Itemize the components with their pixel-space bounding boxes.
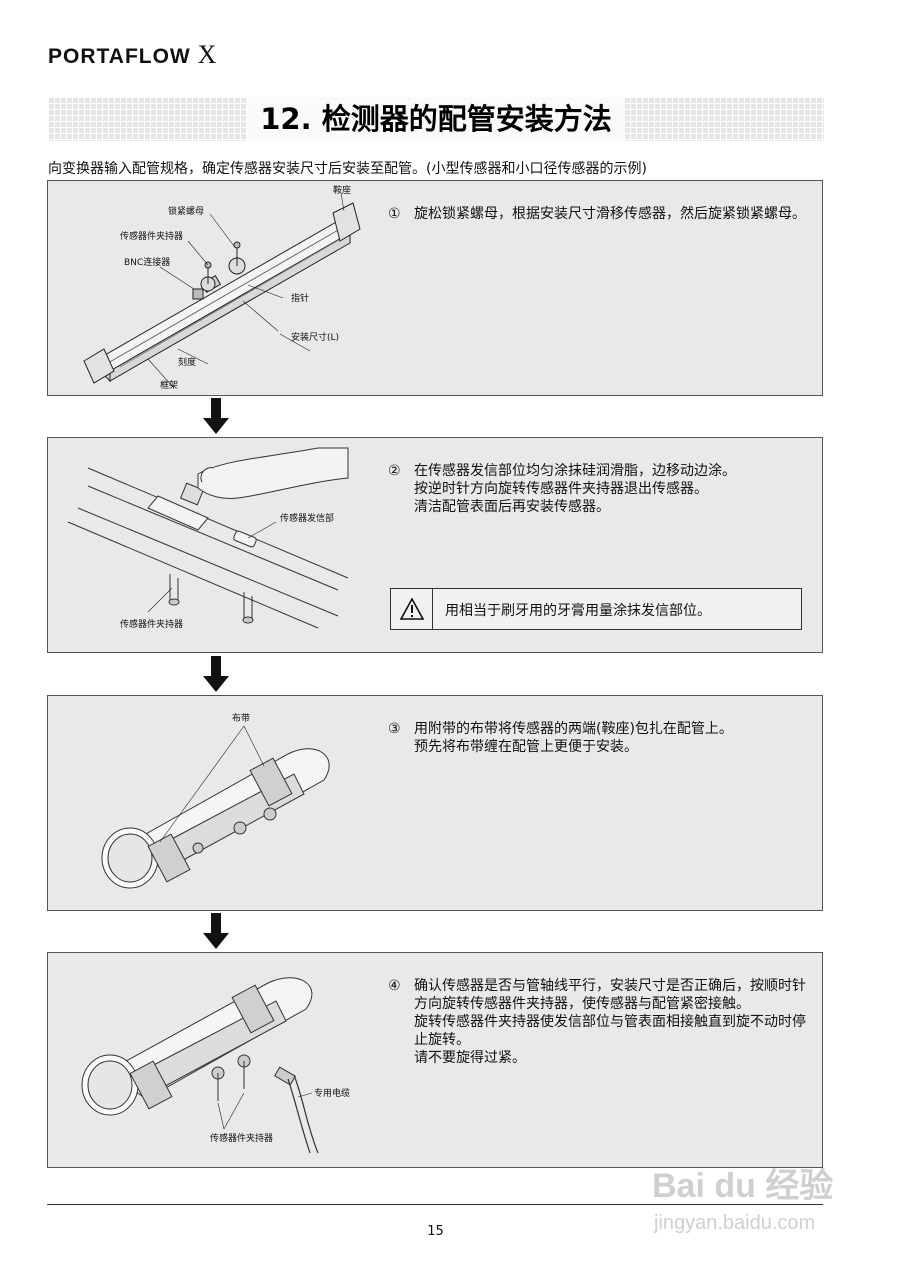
- label-holder: 传感器件夹持器: [120, 618, 183, 630]
- footer-divider: [47, 1204, 823, 1205]
- step-line: 确认传感器是否与管轴线平行，安装尺寸是否正确后，按顺时针方向旋转传感器件夹持器，…: [414, 978, 806, 1012]
- watermark: Bai du 经验 jingyan.baidu.com: [640, 1150, 880, 1250]
- step-line: 请不要旋得过紧。: [414, 1050, 526, 1066]
- warning-icon: [391, 589, 433, 629]
- warning-text: 用相当于刷牙用的牙膏用量涂抹发信部位。: [445, 603, 711, 619]
- step-number: ①: [388, 206, 401, 222]
- step-2-text: ② 在传感器发信部位均匀涂抹硅润滑脂，边移动边涂。 按逆时针方向旋转传感器件夹持…: [388, 462, 808, 516]
- step-panel-3: 布带 ③ 用附带的布带将传感器的两端(鞍座)包扎在配管上。 预先将布带缠在配管上…: [47, 695, 823, 911]
- step-line: 在传感器发信部位均匀涂抹硅润滑脂，边移动边涂。: [414, 463, 736, 479]
- step-1-text: ① 旋松锁紧螺母，根据安装尺寸滑移传感器，然后旋紧锁紧螺母。: [388, 205, 808, 223]
- label-holder: 传感器件夹持器: [120, 230, 183, 242]
- step-number: ②: [388, 463, 401, 479]
- page-number: 15: [427, 1224, 444, 1239]
- down-arrow-icon: [203, 656, 229, 692]
- step-line: 预先将布带缠在配管上更便于安装。: [414, 739, 638, 755]
- step-panel-4: 专用电缆 传感器件夹持器 ④ 确认传感器是否与管轴线平行，安装尺寸是否正确后，按…: [47, 952, 823, 1168]
- step-4-text: ④ 确认传感器是否与管轴线平行，安装尺寸是否正确后，按顺时针方向旋转传感器件夹持…: [388, 977, 808, 1067]
- down-arrow-icon: [203, 398, 229, 434]
- label-scale: 刻度: [178, 356, 196, 368]
- label-bnc: BNC连接器: [124, 256, 170, 268]
- watermark-url: jingyan.baidu.com: [654, 1212, 816, 1234]
- step-number: ③: [388, 721, 401, 737]
- step-number: ④: [388, 978, 401, 994]
- step-panel-1: 鞍座 锁紧螺母 传感器件夹持器 BNC连接器 指针 安装尺寸(L) 刻度 框架 …: [47, 180, 823, 396]
- warning-box: 用相当于刷牙用的牙膏用量涂抹发信部位。: [390, 588, 802, 630]
- title-bar: 12. 检测器的配管安装方法: [48, 97, 824, 141]
- label-saddle: 鞍座: [333, 184, 351, 196]
- step-line: 旋松锁紧螺母，根据安装尺寸滑移传感器，然后旋紧锁紧螺母。: [414, 206, 806, 222]
- label-frame: 框架: [160, 379, 178, 391]
- step-line: 清洁配管表面后再安装传感器。: [414, 499, 610, 515]
- step-line: 用附带的布带将传感器的两端(鞍座)包扎在配管上。: [414, 721, 733, 737]
- intro-text: 向变换器输入配管规格，确定传感器安装尺寸后安装至配管。(小型传感器和小口径传感器…: [48, 161, 647, 177]
- brand-logo: PORTAFLOW X: [48, 40, 217, 70]
- label-dimension: 安装尺寸(L): [291, 331, 339, 343]
- brand-suffix: X: [197, 40, 218, 69]
- sensor-diagram-1: 鞍座 锁紧螺母 传感器件夹持器 BNC连接器 指针 安装尺寸(L) 刻度 框架: [83, 184, 361, 391]
- label-emitter: 传感器发信部: [280, 512, 334, 524]
- step-line: 按逆时针方向旋转传感器件夹持器退出传感器。: [414, 481, 708, 497]
- page-title: 12. 检测器的配管安装方法: [246, 97, 626, 141]
- label-holder: 传感器件夹持器: [210, 1132, 273, 1144]
- step-panel-2: 传感器发信部 传感器件夹持器 ② 在传感器发信部位均匀涂抹硅润滑脂，边移动边涂。…: [47, 437, 823, 653]
- watermark-brand: Bai du 经验: [652, 1167, 834, 1205]
- brand-name: PORTAFLOW: [48, 45, 191, 68]
- label-pointer: 指针: [291, 292, 309, 304]
- step-3-text: ③ 用附带的布带将传感器的两端(鞍座)包扎在配管上。 预先将布带缠在配管上更便于…: [388, 720, 808, 756]
- label-cable: 专用电缆: [314, 1087, 350, 1099]
- label-belt: 布带: [232, 712, 250, 724]
- down-arrow-icon: [203, 913, 229, 949]
- sensor-diagram-2: 传感器发信部 传感器件夹持器: [67, 447, 349, 630]
- sensor-diagram-3: 布带: [101, 712, 330, 889]
- sensor-diagram-4: 专用电缆 传感器件夹持器: [81, 977, 350, 1154]
- step-line: 旋转传感器件夹持器使发信部位与管表面相接触直到旋不动时停止旋转。: [414, 1014, 806, 1048]
- label-lock-nut: 锁紧螺母: [168, 205, 204, 217]
